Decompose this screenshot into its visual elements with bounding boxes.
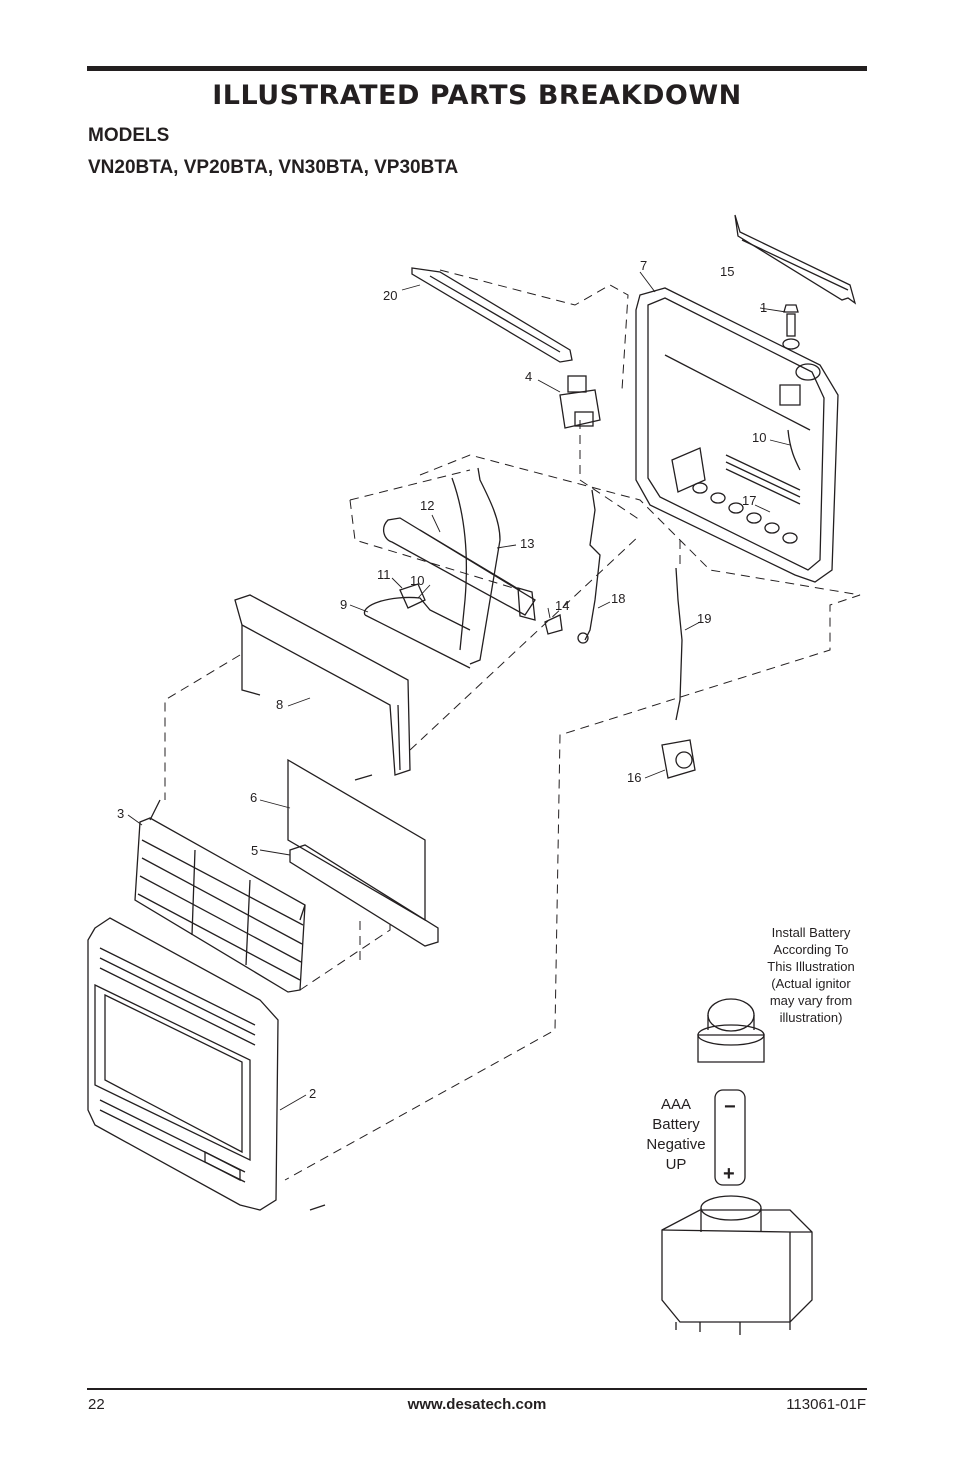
callout-7: 7 (640, 258, 647, 273)
callout-8: 8 (276, 697, 283, 712)
callout-10-upper: 10 (752, 430, 766, 445)
callout-13: 13 (520, 536, 534, 551)
callout-labels: 20 7 15 1 4 10 17 12 13 11 10 9 14 18 19… (117, 258, 767, 1185)
aaa-note-line: Battery (652, 1116, 700, 1133)
callout-20: 20 (383, 288, 397, 303)
battery-minus-sign: − (724, 1096, 736, 1118)
part-8-housing (234, 594, 411, 781)
cabinet-holes (692, 482, 798, 544)
part-19-16-regulator (661, 567, 696, 779)
callout-19: 19 (697, 611, 711, 626)
battery-note-line: Install Battery (771, 925, 851, 940)
part-15-bracket (734, 214, 857, 305)
part-12-burner (382, 517, 536, 621)
callout-18: 18 (611, 591, 625, 606)
models-list: VN20BTA, VP20BTA, VN30BTA, VP30BTA (88, 157, 459, 178)
callout-6: 6 (250, 790, 257, 805)
callout-11: 11 (377, 567, 391, 582)
part-14-18-gas-line (544, 489, 601, 644)
callout-15: 15 (720, 264, 734, 279)
callout-3: 3 (117, 806, 124, 821)
aaa-note-line: Negative (646, 1136, 706, 1153)
website-link[interactable]: www.desatech.com (407, 1396, 547, 1413)
part-4-valve (559, 375, 601, 429)
part-20-deflector (411, 267, 573, 363)
callout-16: 16 (627, 770, 641, 785)
battery-note-line: This Illustration (767, 959, 855, 974)
part-1-fitting (782, 304, 800, 350)
top-rule (87, 66, 867, 71)
battery-note-line: According To (773, 942, 849, 957)
part-7-cabinet (635, 287, 839, 583)
part-9-thermocouple (363, 583, 471, 669)
battery-plus-sign: + (723, 1163, 735, 1185)
aaa-note-line: UP (665, 1156, 687, 1173)
page-title: ILLUSTRATED PARTS BREAKDOWN (212, 80, 742, 111)
callout-4: 4 (525, 369, 532, 384)
assembly-guide-lines (164, 269, 861, 1181)
callout-2: 2 (309, 1086, 316, 1101)
aaa-battery-note: AAA Battery Negative UP (636, 1095, 716, 1175)
callout-9: 9 (340, 597, 347, 612)
part-13-tubing (451, 467, 501, 665)
part-6-panel (287, 758, 426, 922)
document-code: 113061-01F (786, 1396, 866, 1413)
battery-note-line: may vary from (769, 993, 853, 1008)
callout-17: 17 (742, 493, 756, 508)
ignitor-inset (661, 998, 813, 1335)
bottom-rule (87, 1388, 867, 1390)
callout-14: 14 (555, 598, 569, 613)
models-label: MODELS (88, 125, 170, 146)
battery-note-line: illustration) (779, 1010, 843, 1025)
page-number: 22 (88, 1396, 105, 1413)
part-3-grille (134, 799, 306, 993)
callout-10-lower: 10 (410, 573, 424, 588)
part-2-front-panel (87, 917, 326, 1211)
callout-5: 5 (251, 843, 258, 858)
callout-1: 1 (760, 300, 767, 315)
battery-note-line: (Actual ignitor (771, 976, 851, 991)
aaa-note-line: AAA (660, 1096, 691, 1113)
part-5-bracket (289, 844, 439, 947)
leader-lines (127, 271, 791, 1111)
callout-12: 12 (420, 498, 434, 513)
battery-install-note: Install Battery According To This Illust… (752, 924, 870, 1026)
